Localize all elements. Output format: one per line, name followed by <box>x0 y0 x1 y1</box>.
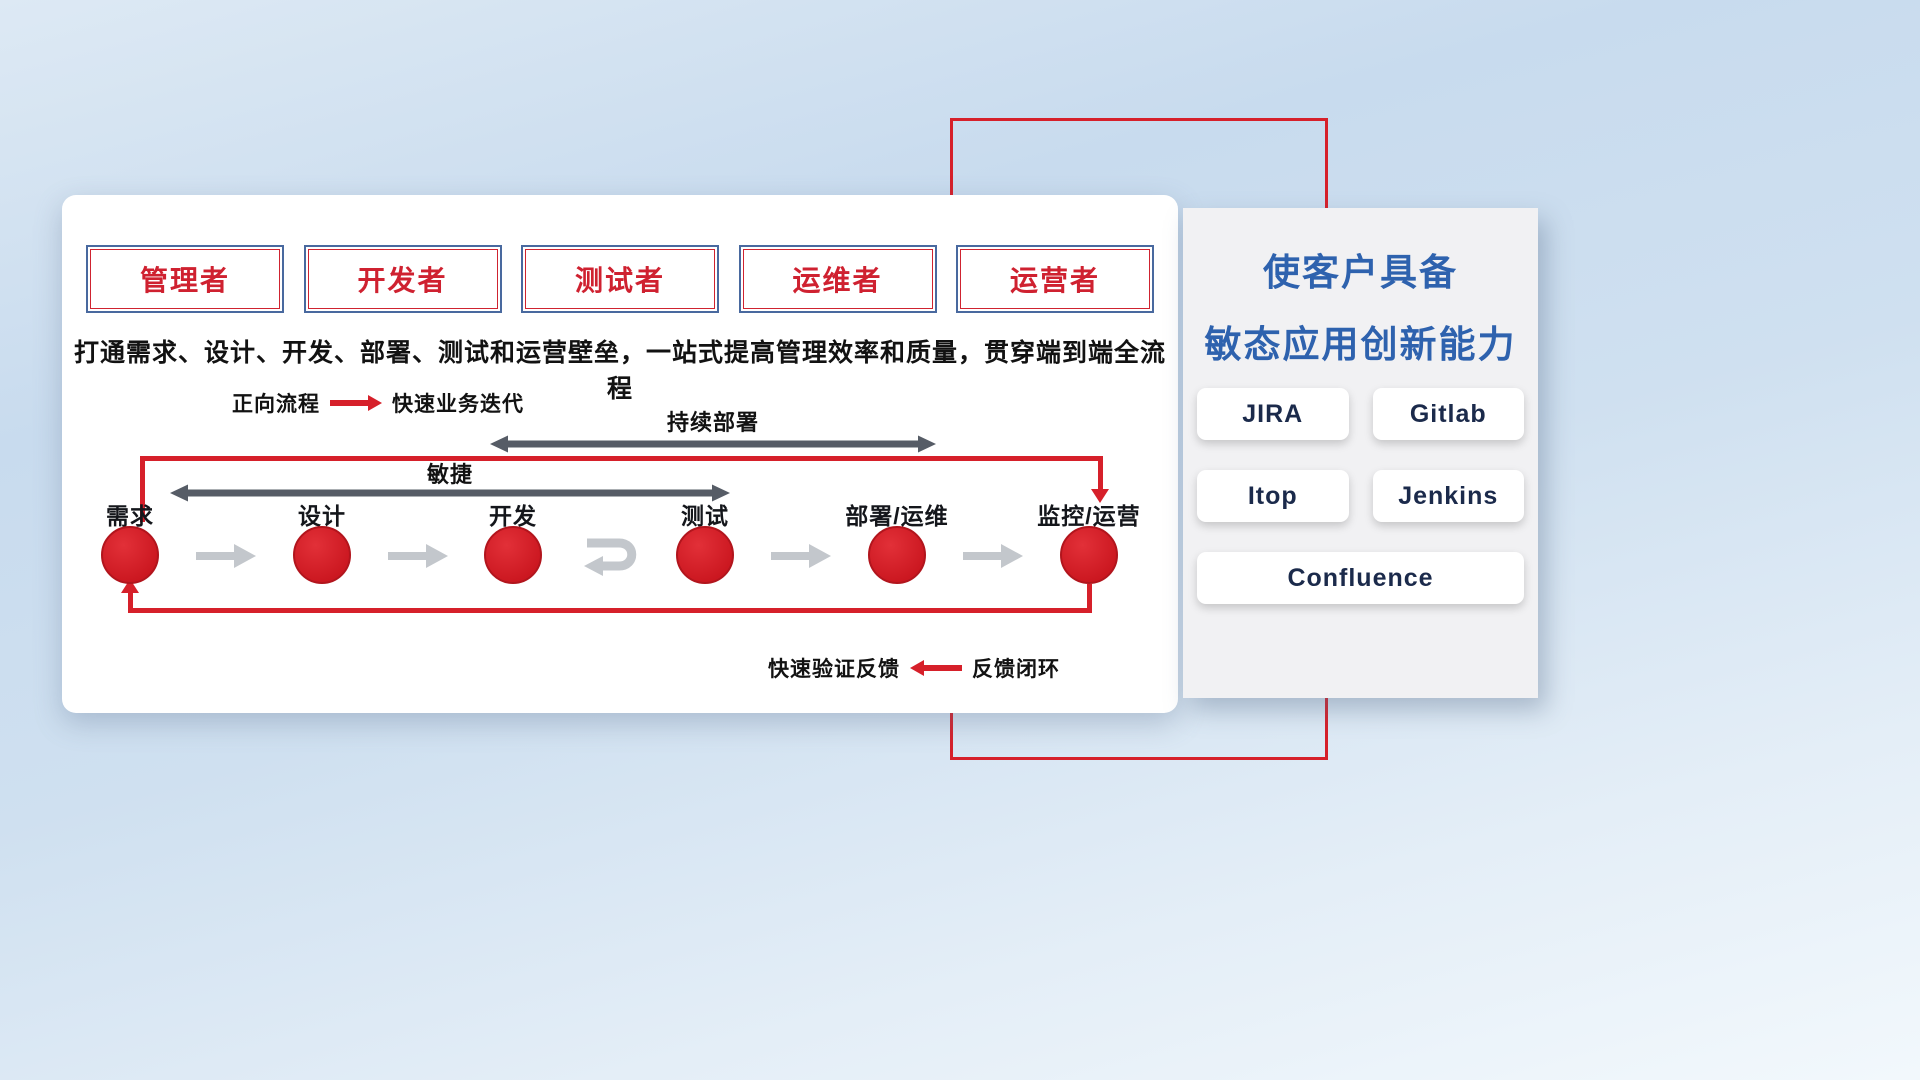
gray-arrow-icon <box>196 544 256 568</box>
role-label: 开发者 <box>357 265 448 296</box>
stage-label-requirements: 需求 <box>106 503 154 529</box>
role-box-manager: 管理者 <box>86 245 284 313</box>
tool-jenkins: Jenkins <box>1372 470 1524 522</box>
gray-arrow-icon <box>963 544 1023 568</box>
red-arrowhead-down-icon <box>1091 489 1109 503</box>
red-forward-line-top <box>142 456 1100 461</box>
iteration-loop-arrow-icon <box>584 538 637 576</box>
role-box-developer: 开发者 <box>303 245 502 313</box>
feedback-label: 反馈闭环 <box>972 658 1060 681</box>
tool-jira: JIRA <box>1197 388 1349 440</box>
gray-arrow-icon <box>388 544 448 568</box>
red-forward-line-left <box>140 456 145 522</box>
role-label: 管理者 <box>139 265 230 296</box>
stage-node-design <box>293 526 351 584</box>
red-arrow-left-icon <box>910 660 962 676</box>
agile-label: 敏捷 <box>426 462 473 487</box>
stage-node-testing <box>676 526 734 584</box>
red-feedback-line-bottom <box>128 608 1092 613</box>
stage-node-requirements <box>101 526 159 584</box>
role-box-tester: 测试者 <box>521 245 719 313</box>
panel-title-line2: 敏态应用创新能力 <box>1204 324 1517 365</box>
red-forward-line-right <box>1098 456 1103 491</box>
role-label: 测试者 <box>574 265 665 296</box>
stage-label-monitor-operations: 监控/运营 <box>1037 503 1141 529</box>
stage-node-monitor-operations <box>1060 526 1118 584</box>
card-subtitle: 打通需求、设计、开发、部署、测试和运营壁垒，一站式提高管理效率和质量，贯穿端到端… <box>73 339 1166 403</box>
red-arrow-right-icon <box>330 395 382 411</box>
feedback-desc: 快速验证反馈 <box>768 658 900 681</box>
forward-flow-desc: 快速业务迭代 <box>392 393 524 416</box>
devops-flow-card: 管理者 开发者 测试者 运维者 运营者 打通需求、设计、开发、部署、测试和运营壁… <box>62 195 1178 713</box>
tool-confluence: Confluence <box>1197 552 1524 604</box>
stage-label-design: 设计 <box>298 503 346 529</box>
tools-grid: JIRA Gitlab Itop Jenkins Confluence <box>1197 388 1524 604</box>
stage-node-development <box>484 526 542 584</box>
roles-row: 管理者 开发者 测试者 运维者 运营者 <box>86 245 1154 313</box>
gray-arrow-icon <box>771 544 831 568</box>
red-feedback-line-left <box>128 593 133 613</box>
role-box-operator: 运营者 <box>956 245 1154 313</box>
tool-gitlab: Gitlab <box>1372 388 1524 440</box>
role-box-ops: 运维者 <box>738 245 937 313</box>
continuous-deploy-label: 持续部署 <box>666 410 759 435</box>
stage-label-deploy-ops: 部署/运维 <box>845 503 949 529</box>
agile-double-arrow-icon <box>170 484 730 502</box>
forward-flow-label: 正向流程 <box>232 393 320 416</box>
stage-label-development: 开发 <box>489 503 537 529</box>
capability-panel: 使客户具备 敏态应用创新能力 JIRA Gitlab Itop Jenkins … <box>1183 208 1538 698</box>
stage-node-deploy-ops <box>868 526 926 584</box>
stage-label-testing: 测试 <box>681 503 729 529</box>
role-label: 运营者 <box>1009 265 1100 296</box>
legend-feedback: 快速验证反馈 反馈闭环 <box>768 653 1060 683</box>
panel-title-line1: 使客户具备 <box>1263 252 1458 293</box>
continuous-deploy-double-arrow-icon <box>490 435 936 453</box>
role-label: 运维者 <box>792 265 883 296</box>
legend-forward: 正向流程 快速业务迭代 <box>232 388 524 418</box>
red-feedback-line-right <box>1087 584 1092 613</box>
tool-itop: Itop <box>1197 470 1349 522</box>
